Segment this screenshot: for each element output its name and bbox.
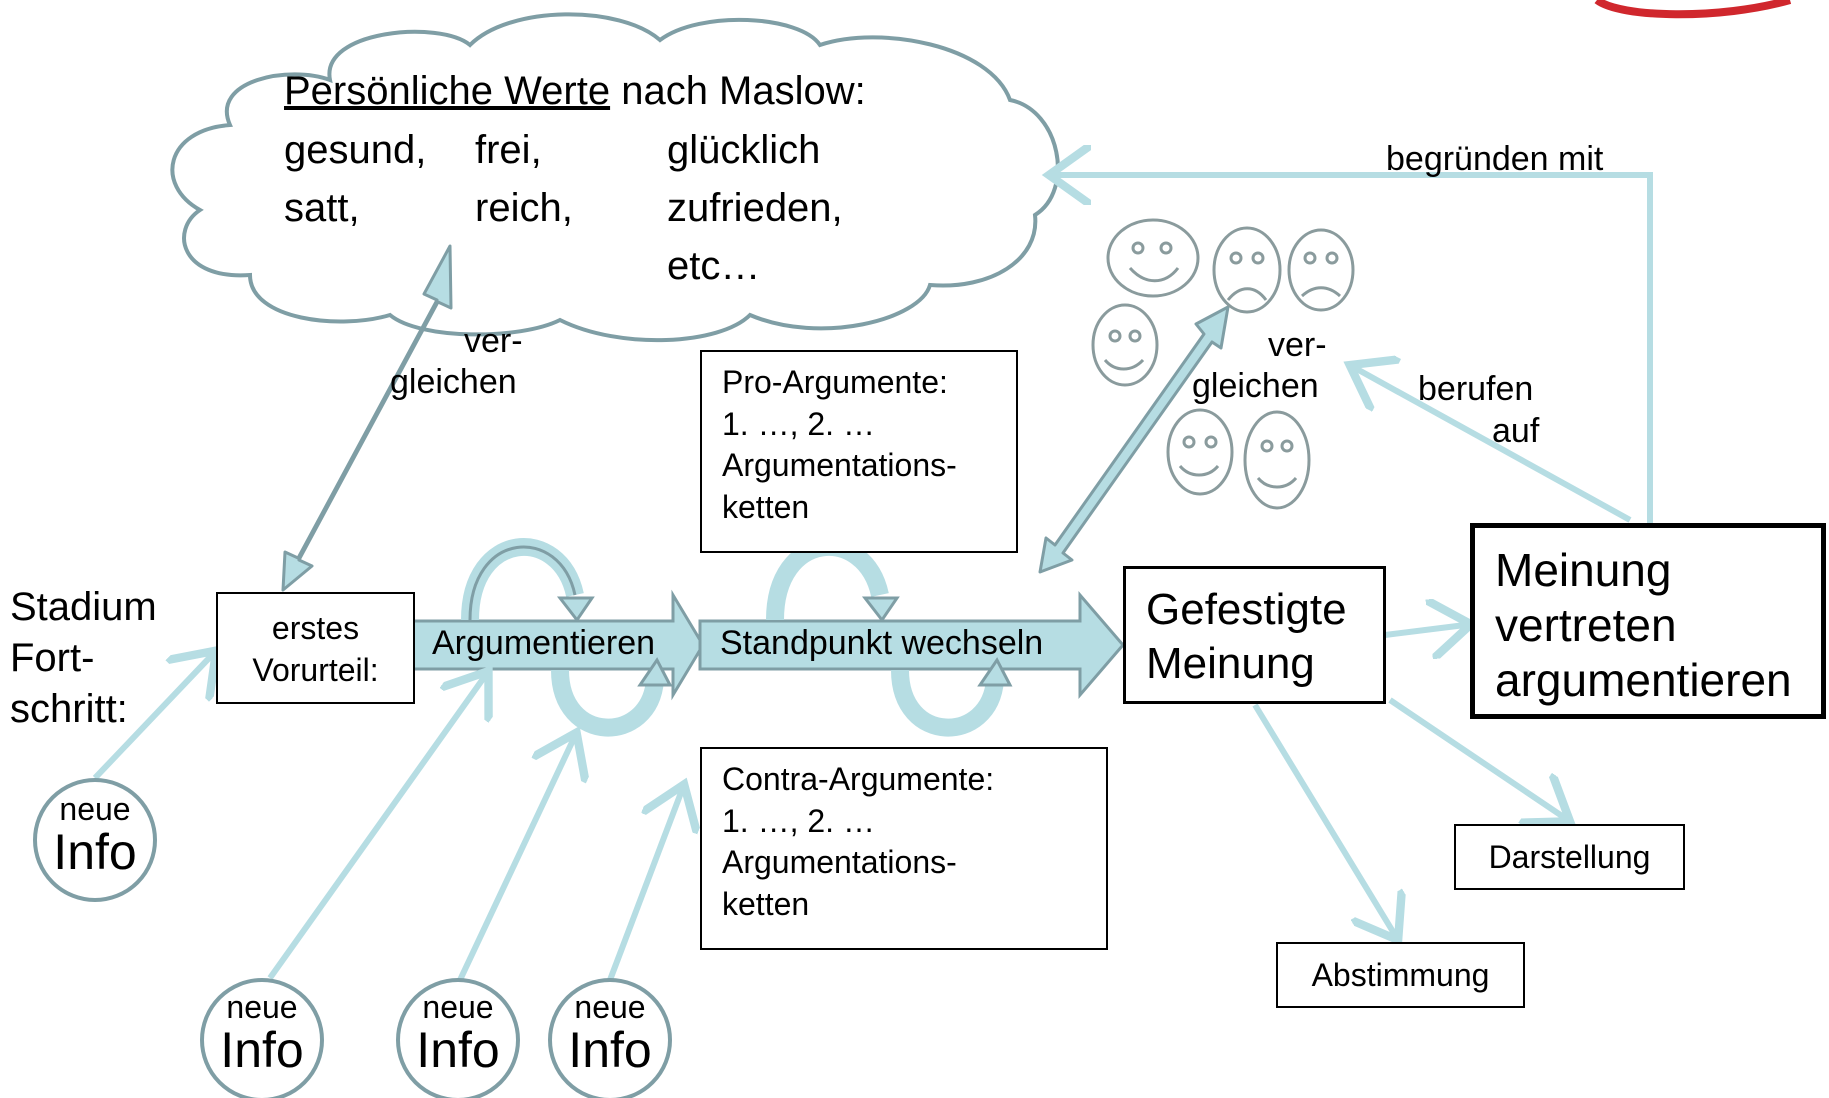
stadium-line: schritt: bbox=[10, 686, 128, 731]
meinung-vertreten-box: Meinung vertreten argumentieren bbox=[1470, 523, 1826, 719]
vorurteil-line: erstes bbox=[271, 610, 360, 646]
pro-line: 1. …, 2. … bbox=[722, 405, 875, 442]
berufen-label-2: auf bbox=[1492, 412, 1540, 450]
cloud-cell: reich, bbox=[475, 186, 573, 230]
pro-line: Pro-Argumente: bbox=[722, 364, 948, 400]
contra-line: 1. …, 2. … bbox=[722, 802, 875, 839]
begruenden-label: begründen mit bbox=[1386, 140, 1604, 178]
flow-step-standpunkt: Standpunkt wechseln bbox=[720, 624, 1044, 662]
connector-arrows bbox=[92, 175, 1653, 982]
cloud-cell: zufrieden, bbox=[667, 186, 843, 230]
compare-label-left-1: ver- bbox=[464, 322, 523, 360]
cloud-cell: gesund, bbox=[284, 128, 427, 172]
cloud-cell: frei, bbox=[475, 128, 542, 172]
cloud-title: Persönliche Werte nach Maslow: bbox=[284, 68, 866, 114]
cloud-title-underlined: Persönliche Werte bbox=[284, 69, 611, 113]
flow-step-argumentieren: Argumentieren bbox=[432, 624, 656, 662]
logo-arc bbox=[1594, 0, 1792, 19]
info-circles bbox=[33, 778, 672, 1098]
stadium-label: Stadium Fort- schritt: bbox=[10, 582, 157, 734]
contra-line: Contra-Argumente: bbox=[722, 761, 995, 797]
info-big: Info bbox=[220, 1022, 304, 1079]
cloud-cell: satt, bbox=[284, 186, 360, 230]
info-small: neue bbox=[422, 989, 494, 1025]
vertreten-line: Meinung bbox=[1495, 544, 1672, 596]
pro-line: ketten bbox=[722, 488, 810, 525]
compare-arrow-right bbox=[1038, 305, 1230, 574]
info-big: Info bbox=[568, 1022, 652, 1079]
info-bubble: neue Info bbox=[398, 989, 518, 1079]
info-small: neue bbox=[59, 791, 131, 827]
contra-line: Argumentations- bbox=[722, 844, 957, 881]
vorurteil-box: erstes Vorurteil: bbox=[216, 592, 415, 704]
compare-label-right-2: gleichen bbox=[1192, 367, 1319, 405]
info-small: neue bbox=[226, 989, 298, 1025]
abstimmung-box: Abstimmung bbox=[1276, 942, 1525, 1008]
info-bubble: neue Info bbox=[202, 989, 322, 1079]
pro-arguments-box: Pro-Argumente: 1. …, 2. … Argumentations… bbox=[700, 350, 1018, 553]
values-cloud bbox=[170, 12, 1060, 343]
info-bubble: neue Info bbox=[35, 791, 155, 881]
pro-line: Argumentations- bbox=[722, 447, 957, 484]
stadium-line: Fort- bbox=[10, 635, 95, 680]
contra-line: ketten bbox=[722, 885, 810, 922]
gefestigte-meinung-box: Gefestigte Meinung bbox=[1123, 566, 1386, 704]
info-big: Info bbox=[53, 824, 137, 881]
info-small: neue bbox=[574, 989, 646, 1025]
cloud-title-rest: nach Maslow: bbox=[621, 69, 866, 113]
smiley-faces bbox=[1091, 218, 1355, 510]
cloud-cell: etc… bbox=[667, 244, 761, 288]
stadium-line: Stadium bbox=[10, 585, 157, 629]
compare-label-right-1: ver- bbox=[1268, 326, 1327, 364]
info-big: Info bbox=[416, 1022, 500, 1079]
cloud-cell: glücklich bbox=[667, 128, 821, 172]
info-bubble: neue Info bbox=[550, 989, 670, 1079]
compare-label-left-2: gleichen bbox=[390, 363, 517, 401]
vertreten-line: argumentieren bbox=[1495, 654, 1792, 707]
compare-arrow-left bbox=[281, 244, 453, 592]
berufen-label-1: berufen bbox=[1418, 370, 1534, 408]
darstellung-box: Darstellung bbox=[1454, 824, 1685, 890]
vorurteil-line: Vorurteil: bbox=[252, 651, 379, 688]
vertreten-line: vertreten bbox=[1495, 599, 1677, 652]
gefestigte-line: Meinung bbox=[1146, 638, 1315, 688]
contra-arguments-box: Contra-Argumente: 1. …, 2. … Argumentati… bbox=[700, 747, 1108, 950]
gefestigte-line: Gefestigte bbox=[1146, 585, 1347, 634]
